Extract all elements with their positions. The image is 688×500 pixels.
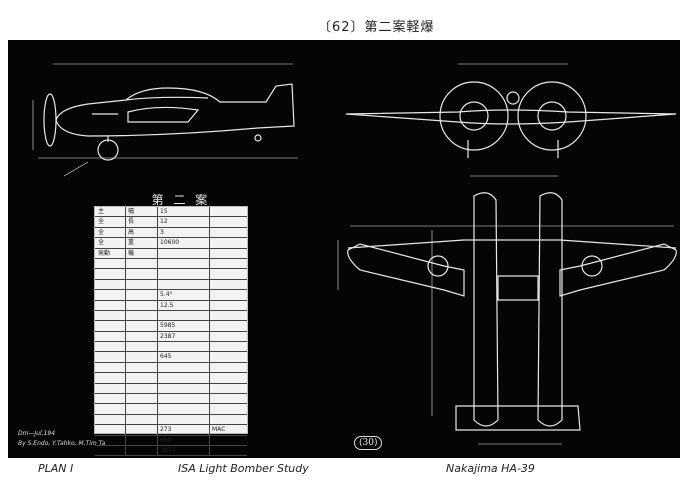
spec-table-cell: 幅 <box>128 208 135 215</box>
drawing-credit-authors: By S.Endo, Y.Tahko, M.Tim Ta <box>18 440 106 447</box>
spec-table-row <box>95 258 247 270</box>
spec-table-row <box>95 373 247 384</box>
spec-table-cell: 1677 <box>160 446 176 454</box>
front-view-drawing <box>345 63 677 177</box>
spec-table-cell: 全 <box>98 239 105 247</box>
spec-table-cell: 重 <box>128 239 135 247</box>
spec-table-cell: 5.4° <box>160 291 173 299</box>
spec-table-row: 全 重 10600 <box>95 238 247 249</box>
spec-table-cell: 273 <box>160 426 172 434</box>
spec-table-row <box>95 383 247 395</box>
page-header-title: 〔62〕第二案軽爆 <box>318 20 435 35</box>
spec-table-row: 2387 <box>95 331 247 343</box>
caption-study-title: ISA Light Bomber Study <box>178 462 309 475</box>
spec-table-row: 650 <box>95 435 247 446</box>
spec-table-row <box>95 362 247 374</box>
spec-table-row: 12.5 <box>95 300 247 311</box>
spec-table-cell: 全 <box>98 218 105 226</box>
caption-plan: PLAN I <box>38 462 74 475</box>
spec-table-row: 発動 機 <box>95 248 247 259</box>
spec-table-cell: 2387 <box>160 332 176 340</box>
spec-table-cell: 主 <box>98 208 105 215</box>
spec-table-row: 全 高 3 <box>95 227 247 239</box>
spec-table-row: 5985 <box>95 321 247 332</box>
spec-table-cell: MAC <box>212 426 226 434</box>
spec-table-cell: 12 <box>160 218 168 226</box>
spec-table-cell: 発動 <box>98 249 111 257</box>
drawing-credit-date: Dm—Jul.194 <box>18 430 56 437</box>
spec-table-row: 1677 <box>95 445 247 457</box>
spec-table-cell: 全 <box>98 228 105 236</box>
side-view-drawing <box>32 63 298 177</box>
blueprint-drawing <box>32 63 677 445</box>
spec-table-cell: 機 <box>128 249 135 257</box>
spec-table-row <box>95 269 247 280</box>
spec-table-row <box>95 342 247 353</box>
spec-table-row: 645 <box>95 352 247 363</box>
spec-table-row <box>95 404 247 415</box>
spec-table-cell: 12.5 <box>160 301 174 309</box>
caption-engine: Nakajima HA-39 <box>446 462 535 475</box>
spec-table-cell: 645 <box>160 353 172 361</box>
spec-table-row: 273 MAC <box>95 425 247 436</box>
spec-table-row <box>95 414 247 426</box>
spec-table-cell: 10600 <box>160 239 180 247</box>
spec-table-row: 全 長 12 <box>95 217 247 228</box>
spec-table-cell: 高 <box>128 228 135 236</box>
spec-table-row: 5.4° <box>95 290 247 301</box>
plan-view-drawing <box>337 192 677 445</box>
spec-table-cell: 650 <box>160 436 172 444</box>
page-number: (30) <box>354 436 383 450</box>
spec-table-cell: 3 <box>160 228 164 236</box>
spec-table-row: 主 幅 15 <box>95 207 247 218</box>
spec-table-row <box>95 394 247 405</box>
spec-table-cell: 長 <box>128 218 135 226</box>
spec-table-cell: 5985 <box>160 322 176 330</box>
spec-table-row <box>95 310 247 322</box>
spec-table-cell: 15 <box>160 208 168 215</box>
spec-table-row <box>95 279 247 291</box>
